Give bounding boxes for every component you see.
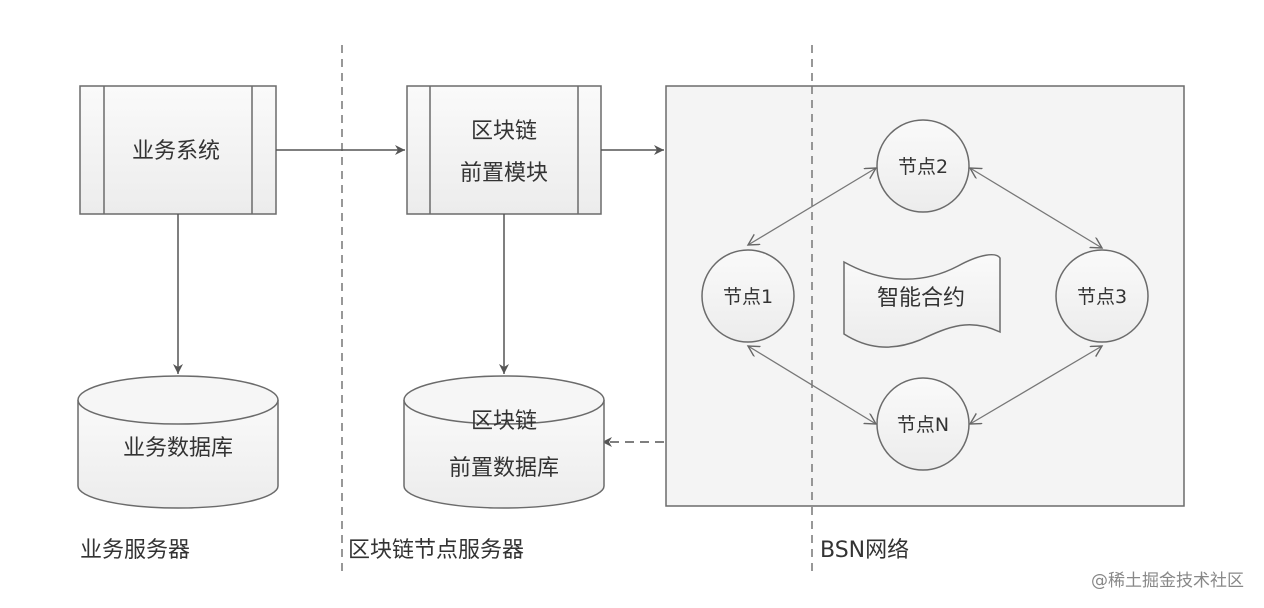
edge-node3-nodeN <box>970 346 1102 424</box>
edge-node1-node2 <box>748 168 876 245</box>
front-module-label-line1: 区块链 <box>471 119 537 144</box>
node-2-label: 节点2 <box>898 156 948 178</box>
smart-contract-label: 智能合约 <box>877 286 965 311</box>
zone-label-bsn-network: BSN网络 <box>820 538 909 563</box>
zone-label-business-server: 业务服务器 <box>80 538 190 563</box>
front-module-label-line2: 前置模块 <box>460 161 548 186</box>
node-1: 节点1 <box>701 249 795 343</box>
node-n: 节点N <box>876 377 970 471</box>
watermark: @稀土掘金技术社区 <box>1091 571 1244 591</box>
front-database-label-line2: 前置数据库 <box>449 456 559 481</box>
front-database-label-line1: 区块链 <box>471 409 537 434</box>
node-2: 节点2 <box>876 119 970 213</box>
front-module-box: 区块链 前置模块 <box>406 85 602 215</box>
business-system-box: 业务系统 <box>79 85 277 215</box>
zone-label-node-server: 区块链节点服务器 <box>348 538 524 563</box>
node-1-label: 节点1 <box>723 286 773 308</box>
smart-contract: 智能合约 <box>843 253 1001 348</box>
node-3: 节点3 <box>1055 249 1149 343</box>
business-database-label: 业务数据库 <box>123 436 233 461</box>
edge-node2-node3 <box>970 168 1102 248</box>
node-n-label: 节点N <box>897 414 949 436</box>
node-3-label: 节点3 <box>1077 286 1127 308</box>
business-system-label: 业务系统 <box>132 139 220 164</box>
front-database: 区块链 前置数据库 <box>403 375 605 509</box>
business-database: 业务数据库 <box>77 375 279 509</box>
edge-node1-nodeN <box>748 346 876 424</box>
